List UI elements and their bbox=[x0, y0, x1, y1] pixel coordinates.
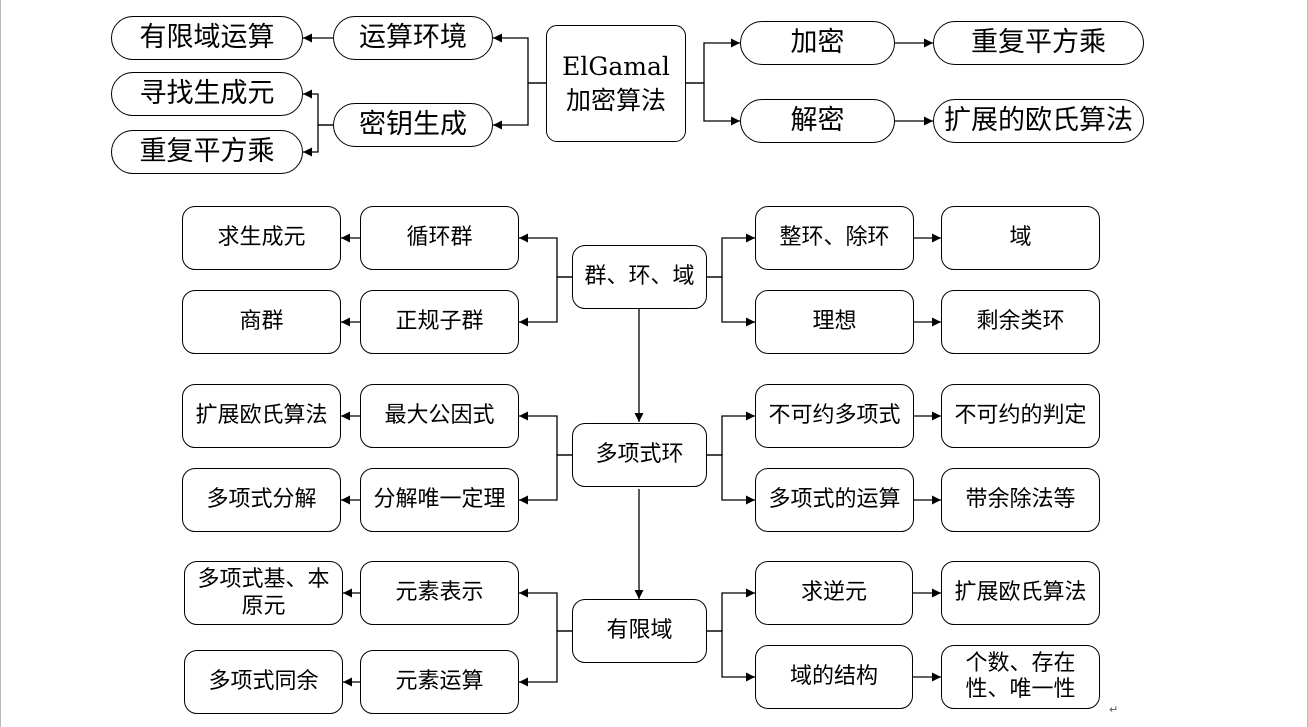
field-structure-node: 域的结构 bbox=[755, 645, 913, 709]
finite-field-node: 有限域 bbox=[572, 599, 707, 663]
finite-field-arithmetic-node: 有限域运算 bbox=[111, 16, 303, 60]
link-grf-to-cyclic bbox=[519, 233, 572, 278]
polynomial-ring-node: 多项式环 bbox=[572, 423, 707, 487]
link-root-to-encrypt bbox=[686, 38, 740, 84]
root-title-line1: ElGamal bbox=[562, 51, 670, 81]
division-with-remainder-node: 带余除法等 bbox=[941, 468, 1100, 532]
irreducibility-test-node: 不可约的判定 bbox=[941, 384, 1100, 448]
page-left-edge bbox=[0, 0, 1, 727]
link-grf-to-normal bbox=[519, 276, 572, 327]
greatest-common-factor-node: 最大公因式 bbox=[360, 384, 519, 448]
link-grf-to-ideal bbox=[707, 276, 755, 327]
key-generation-node: 密钥生成 bbox=[333, 103, 493, 147]
paragraph-mark: ↵ bbox=[1109, 703, 1119, 716]
elgamal-root-node: ElGamal 加密算法 bbox=[546, 25, 686, 142]
polynomial-operations-node: 多项式的运算 bbox=[755, 468, 914, 532]
cyclic-group-node: 循环群 bbox=[360, 206, 519, 270]
groups-rings-fields-node: 群、环、域 bbox=[572, 245, 707, 309]
unique-factorization-node: 分解唯一定理 bbox=[360, 468, 519, 532]
extended-euclid-node: 扩展欧氏算法 bbox=[182, 384, 341, 448]
field-node: 域 bbox=[941, 206, 1100, 270]
link-poly-to-unique-fact bbox=[519, 454, 572, 505]
link-poly-to-irreducible bbox=[707, 411, 755, 456]
link-keygen-to-find-gen bbox=[303, 89, 333, 126]
element-representation-node: 元素表示 bbox=[360, 561, 519, 625]
quotient-group-node: 商群 bbox=[182, 290, 341, 354]
element-operations-node: 元素运算 bbox=[360, 650, 519, 714]
encryption-node: 加密 bbox=[740, 21, 895, 65]
polynomial-congruence-node: 多项式同余 bbox=[184, 650, 343, 714]
extended-euclid-decrypt-node: 扩展的欧氏算法 bbox=[933, 99, 1144, 143]
link-poly-to-operations bbox=[707, 454, 755, 505]
link-root-to-decrypt bbox=[686, 82, 740, 126]
extended-euclid-inverse-node: 扩展欧氏算法 bbox=[941, 561, 1100, 625]
link-ff-to-structure bbox=[707, 630, 755, 682]
decryption-node: 解密 bbox=[740, 99, 895, 143]
find-inverse-node: 求逆元 bbox=[755, 561, 913, 625]
find-generator-node: 寻找生成元 bbox=[111, 72, 303, 116]
integral-division-ring-node: 整环、除环 bbox=[755, 206, 914, 270]
ideal-node: 理想 bbox=[755, 290, 914, 354]
polynomial-factorization-node: 多项式分解 bbox=[182, 468, 341, 532]
link-ff-to-inverse bbox=[707, 588, 755, 632]
root-title-line2: 加密算法 bbox=[565, 85, 666, 115]
square-multiply-encrypt-node: 重复平方乘 bbox=[933, 21, 1144, 65]
normal-subgroup-node: 正规子群 bbox=[360, 290, 519, 354]
link-ff-to-ops bbox=[519, 630, 572, 687]
square-multiply-keygen-node: 重复平方乘 bbox=[111, 130, 303, 174]
link-root-to-computing-env bbox=[493, 33, 546, 84]
link-grf-to-integral bbox=[707, 233, 755, 278]
polynomial-basis-node: 多项式基、本原元 bbox=[184, 561, 343, 625]
count-existence-uniqueness-node: 个数、存在性、唯一性 bbox=[941, 645, 1100, 709]
link-ff-to-repr bbox=[519, 588, 572, 632]
link-poly-to-gcf bbox=[519, 411, 572, 456]
find-generator-group-node: 求生成元 bbox=[182, 206, 341, 270]
link-root-to-keygen bbox=[493, 82, 546, 130]
computing-environment-node: 运算环境 bbox=[333, 16, 493, 60]
irreducible-polynomial-node: 不可约多项式 bbox=[755, 384, 914, 448]
residue-class-ring-node: 剩余类环 bbox=[941, 290, 1100, 354]
link-keygen-to-square-mult bbox=[303, 124, 333, 157]
